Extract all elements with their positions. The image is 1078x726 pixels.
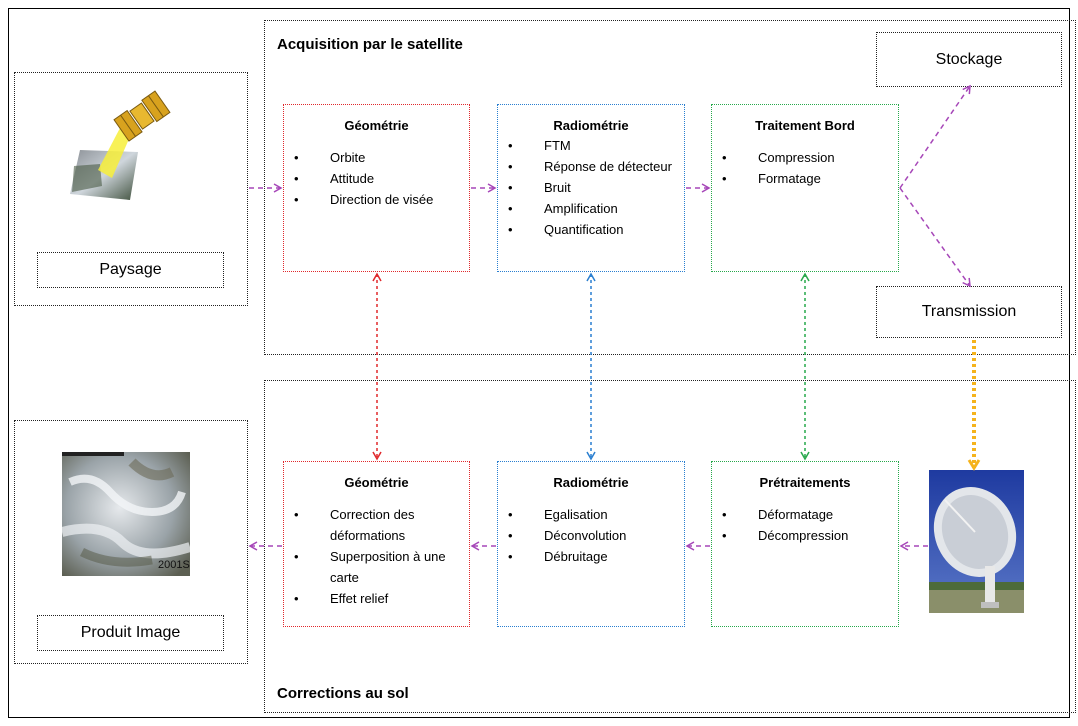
satellite-icon	[60, 80, 180, 200]
sol-radiometrie-box: Radiométrie Egalisation Déconvolution Dé…	[497, 461, 685, 627]
arrow-to-stockage	[899, 84, 971, 189]
list-item: Direction de visée	[284, 189, 469, 210]
sol-pretraitements-box: Prétraitements Déformatage Décompression	[711, 461, 899, 627]
paysage-panel	[14, 72, 248, 306]
list-item: Amplification	[498, 198, 684, 219]
acq-traitement-box: Traitement Bord Compression Formatage	[711, 104, 899, 272]
acq-traitement-title: Traitement Bord	[755, 118, 855, 133]
list-item: Débruitage	[498, 546, 684, 567]
thumbnail-overlay-text: 2001S	[158, 559, 190, 571]
acq-geometrie-box: Géométrie Orbite Attitude Direction de v…	[283, 104, 470, 272]
list-item: Attitude	[284, 168, 469, 189]
sol-geometrie-title: Géométrie	[344, 475, 409, 490]
list-item: Quantification	[498, 219, 684, 240]
list-item: Réponse de détecteur	[498, 156, 684, 177]
list-item: Superposition à une carte	[284, 546, 469, 588]
list-item: Déconvolution	[498, 525, 684, 546]
list-item: Compression	[712, 147, 898, 168]
sol-radiometrie-title: Radiométrie	[553, 475, 629, 490]
stockage-box: Stockage	[876, 32, 1062, 87]
corrections-section	[264, 380, 1076, 713]
paysage-label: Paysage	[37, 252, 224, 288]
list-item: Déformatage	[712, 504, 898, 525]
list-item: FTM	[498, 135, 684, 156]
sol-pretraitements-title: Prétraitements	[759, 475, 851, 490]
list-item: Egalisation	[498, 504, 684, 525]
list-item: Effet relief	[284, 588, 469, 609]
sol-geometrie-box: Géométrie Correction des déformations Su…	[283, 461, 470, 627]
acq-geometrie-title: Géométrie	[344, 118, 409, 133]
acquisition-section-title: Acquisition par le satellite	[277, 36, 463, 53]
acquisition-section	[264, 20, 1076, 355]
list-item: Décompression	[712, 525, 898, 546]
corrections-section-title: Corrections au sol	[277, 685, 409, 702]
produit-image-label: Produit Image	[37, 615, 224, 651]
ground-antenna-icon	[929, 470, 1024, 613]
list-item: Correction des déformations	[284, 504, 469, 546]
list-item: Orbite	[284, 147, 469, 168]
acq-radiometrie-box: Radiométrie FTM Réponse de détecteur Bru…	[497, 104, 685, 272]
satellite-image-thumbnail: 2001S	[60, 452, 192, 576]
acq-radiometrie-title: Radiométrie	[553, 118, 629, 133]
list-item: Bruit	[498, 177, 684, 198]
arrow-to-transmission	[899, 187, 971, 288]
list-item: Formatage	[712, 168, 898, 189]
produit-image-panel	[14, 420, 248, 664]
diagram-frame	[8, 8, 1070, 718]
transmission-box: Transmission	[876, 286, 1062, 338]
